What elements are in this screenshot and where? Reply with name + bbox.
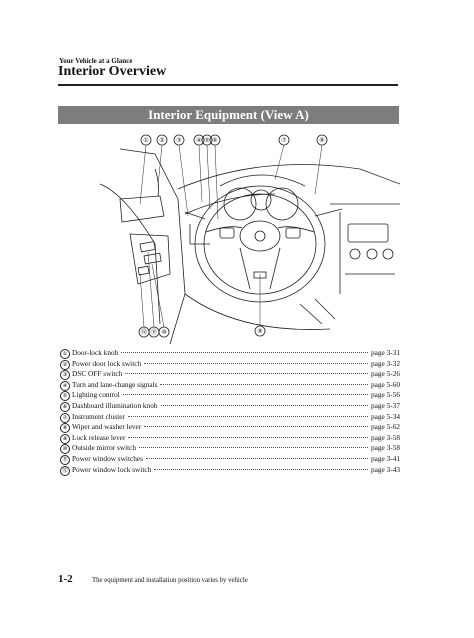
item-number-badge: ⑤ bbox=[60, 391, 70, 402]
leader-dots bbox=[160, 383, 369, 385]
item-page-reference: page 3-32 bbox=[371, 358, 400, 368]
leader-dots bbox=[144, 426, 369, 428]
leader-lines bbox=[139, 144, 323, 328]
item-number-badge: ① bbox=[60, 349, 70, 359]
svg-text:⑥: ⑥ bbox=[212, 137, 217, 144]
item-number-badge: ⑧ bbox=[60, 423, 70, 434]
instrument-cluster bbox=[219, 174, 306, 221]
callout-10: ⑩ bbox=[158, 326, 170, 338]
svg-text:④: ④ bbox=[196, 137, 201, 144]
item-number-badge: ④ bbox=[60, 380, 70, 391]
callout-2: ② bbox=[156, 134, 168, 146]
item-number-badge: ⑫ bbox=[60, 465, 70, 476]
dashboard bbox=[177, 164, 400, 294]
callout-1: ① bbox=[140, 134, 152, 146]
leader-dots bbox=[127, 415, 369, 417]
callout-4: ④ bbox=[193, 134, 205, 146]
svg-text:⑨: ⑨ bbox=[257, 328, 262, 335]
item-page-reference: page 5-34 bbox=[371, 411, 400, 421]
footer-note: The equipment and installation position … bbox=[92, 577, 248, 584]
page-number: 1-2 bbox=[58, 573, 73, 585]
item-page-reference: page 3-31 bbox=[371, 348, 400, 357]
item-label: Dashboard illumination knob bbox=[72, 400, 158, 410]
item-page-reference: page 5-26 bbox=[371, 369, 400, 379]
item-number-badge: ⑥ bbox=[60, 401, 70, 412]
item-page-reference: page 5-60 bbox=[371, 379, 400, 389]
door-panel bbox=[99, 148, 186, 344]
svg-text:⑧: ⑧ bbox=[319, 137, 324, 144]
item-number-badge: ⑪ bbox=[60, 454, 70, 465]
item-number-badge: ⑦ bbox=[60, 412, 70, 423]
item-number-badge: ⑨ bbox=[60, 433, 70, 444]
svg-text:⑤: ⑤ bbox=[204, 137, 209, 144]
item-number-badge: ② bbox=[60, 359, 70, 370]
item-label: Outside mirror switch bbox=[72, 443, 137, 453]
leader-dots bbox=[144, 362, 369, 364]
item-label: Lock release lever bbox=[72, 432, 126, 442]
callout-8: ⑧ bbox=[316, 134, 328, 146]
item-page-reference: page 3-41 bbox=[371, 453, 400, 463]
svg-text:⑪: ⑪ bbox=[151, 328, 157, 336]
svg-text:②: ② bbox=[159, 137, 164, 144]
interior-illustration: ① ② ③ ④ ⑤ ⑥ ⑦ ⑧ ⑨ ⑩ ⑪ ⑫ bbox=[99, 134, 400, 344]
section-label: Your Vehicle at a Glance bbox=[59, 57, 133, 65]
item-label: Power window lock switch bbox=[72, 464, 152, 474]
leader-dots bbox=[154, 468, 369, 470]
svg-text:①: ① bbox=[143, 137, 148, 144]
item-label: Power door lock switch bbox=[72, 358, 142, 368]
leader-dots bbox=[125, 373, 369, 375]
leader-dots bbox=[139, 447, 369, 449]
page-title: Interior Overview bbox=[58, 64, 167, 79]
title-rule bbox=[58, 84, 398, 86]
item-label: Door-lock knob bbox=[72, 348, 119, 357]
control-stalks bbox=[184, 208, 343, 220]
callout-6: ⑥ bbox=[209, 134, 221, 146]
svg-text:③: ③ bbox=[176, 137, 181, 144]
floor-area bbox=[184, 293, 336, 330]
callout-3: ③ bbox=[173, 134, 185, 146]
callout-9: ⑨ bbox=[254, 325, 266, 337]
item-page-reference: page 5-56 bbox=[371, 390, 400, 400]
item-label: Wiper and washer lever bbox=[72, 422, 142, 432]
item-label: Lighting control bbox=[72, 390, 120, 400]
svg-text:⑩: ⑩ bbox=[161, 329, 166, 336]
svg-text:⑦: ⑦ bbox=[281, 137, 286, 144]
item-label: Power window switches bbox=[72, 453, 143, 463]
item-page-reference: page 3-58 bbox=[371, 432, 400, 442]
item-label: Turn and lane-change signals bbox=[72, 379, 158, 389]
svg-text:⑫: ⑫ bbox=[141, 328, 147, 336]
leader-dots bbox=[128, 436, 369, 438]
section-banner: Interior Equipment (View A) bbox=[58, 106, 399, 124]
leader-dots bbox=[145, 457, 369, 459]
item-page-reference: page 3-43 bbox=[371, 464, 400, 474]
callout-7: ⑦ bbox=[278, 134, 290, 146]
callout-11: ⑪ bbox=[148, 326, 160, 338]
leader-dots bbox=[121, 352, 369, 353]
item-number-badge: ⑩ bbox=[60, 444, 70, 455]
item-number-badge: ③ bbox=[60, 370, 70, 381]
item-label: Instrument cluster bbox=[72, 411, 125, 421]
item-label: DSC OFF switch bbox=[72, 369, 123, 379]
leader-dots bbox=[122, 394, 369, 396]
leader-dots bbox=[160, 404, 369, 406]
item-page-reference: page 5-62 bbox=[371, 422, 400, 432]
callout-12: ⑫ bbox=[138, 326, 150, 338]
item-page-reference: page 3-58 bbox=[371, 443, 400, 453]
item-page-reference: page 5-37 bbox=[371, 400, 400, 410]
callout-5: ⑤ bbox=[201, 134, 213, 146]
steering-wheel bbox=[194, 185, 326, 303]
